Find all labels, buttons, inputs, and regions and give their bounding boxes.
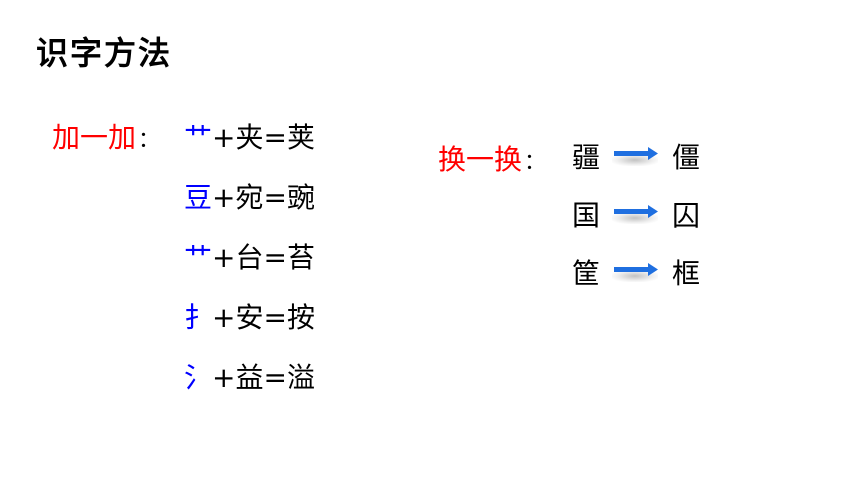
add-row-3: 艹+台=苔 [184, 236, 315, 276]
add-row-4: 扌+安=按 [184, 296, 315, 336]
add-method-colon: ： [138, 128, 161, 153]
add-row-1: 艹+夹=荚 [184, 116, 315, 156]
swap-row-1-to: 僵 [672, 141, 701, 174]
page-title: 识字方法 [36, 34, 173, 72]
add-row-2: 豆+宛=豌 [184, 176, 315, 216]
swap-method-colon: ： [524, 150, 547, 175]
swap-row-3: 筐 框 [572, 252, 700, 292]
add-row-5-part: 氵 [184, 361, 213, 394]
add-row-1-rest: +夹=荚 [212, 121, 315, 154]
swap-row-2-to: 囚 [672, 199, 701, 232]
swap-row-2: 国 囚 [572, 194, 700, 234]
swap-row-1: 疆 僵 [572, 136, 700, 176]
swap-row-3-from: 筐 [572, 257, 601, 290]
swap-row-1-from: 疆 [572, 141, 601, 174]
right-arrow-icon [612, 140, 662, 174]
right-arrow-icon [612, 198, 662, 232]
add-row-2-part: 豆 [184, 181, 213, 214]
swap-method-label-text: 换一换 [438, 143, 523, 176]
right-arrow-icon [612, 256, 662, 290]
swap-row-2-from: 国 [572, 199, 601, 232]
add-method-label: 加一加： [52, 116, 160, 156]
add-row-3-part: 艹 [184, 241, 213, 274]
add-row-5: 氵+益=溢 [184, 356, 315, 396]
add-row-2-rest: +宛=豌 [212, 181, 315, 214]
add-row-1-part: 艹 [184, 121, 213, 154]
add-method-label-text: 加一加 [52, 121, 137, 154]
add-row-4-part: 扌 [184, 301, 213, 334]
add-row-5-rest: +益=溢 [212, 361, 315, 394]
swap-method-label: 换一换： [438, 138, 546, 178]
add-row-4-rest: +安=按 [212, 301, 315, 334]
swap-row-3-to: 框 [672, 257, 701, 290]
add-row-3-rest: +台=苔 [212, 241, 315, 274]
